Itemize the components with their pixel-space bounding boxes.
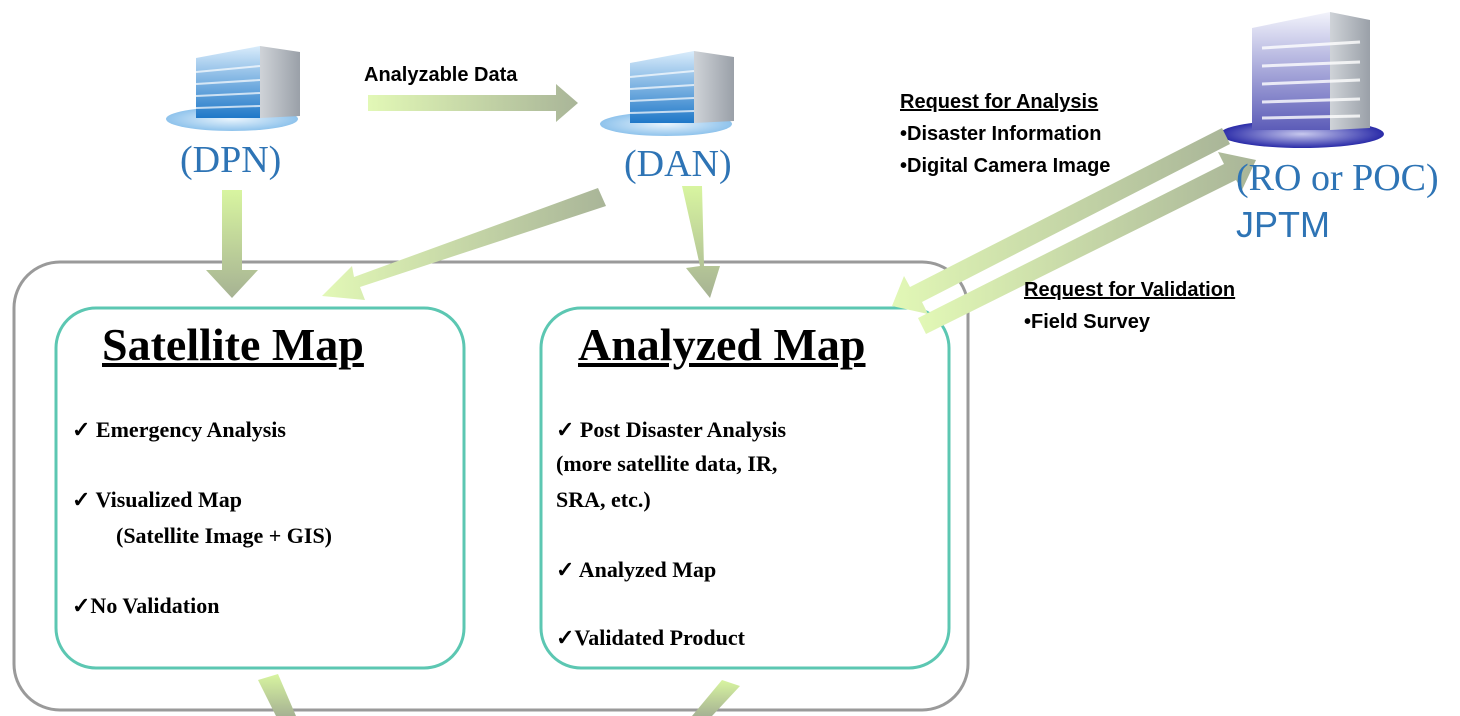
satellite-map-title: Satellite Map (102, 319, 364, 370)
request-validation-title: Request for Validation (1024, 279, 1236, 301)
arrow-satellite-down (258, 674, 296, 716)
analyzed-map-item: ✓ Analyzed Map (556, 557, 717, 582)
satellite-map-item: ✓No Validation (72, 593, 220, 618)
request-analysis-item: •Digital Camera Image (900, 155, 1111, 177)
node-dan-label: (DAN) (624, 143, 732, 185)
request-analysis-block: Request for Analysis •Disaster Informati… (900, 86, 1110, 182)
arrow-request-validation (918, 152, 1256, 334)
node-ro-poc-label: (RO or POC) (1236, 157, 1439, 199)
analyzed-map-item: ✓Validated Product (556, 625, 745, 650)
satellite-map-item: (Satellite Image + GIS) (116, 523, 333, 548)
analyzed-map-title: Analyzed Map (578, 319, 866, 370)
request-validation-item: •Field Survey (1024, 311, 1150, 333)
analyzed-map-box (539, 306, 951, 670)
node-dpn-label: (DPN) (180, 139, 282, 181)
server-icon (166, 46, 300, 131)
analyzed-map-item: SRA, etc.) (556, 487, 651, 512)
node-jptm-label: JPTM (1236, 204, 1330, 245)
arrow-dan-to-analyzed (682, 186, 720, 298)
request-analysis-item: •Disaster Information (900, 123, 1102, 145)
analyzable-data-label: Analyzable Data (364, 64, 518, 86)
satellite-map-item: ✓ Emergency Analysis (72, 417, 286, 442)
satellite-map-box (54, 306, 466, 670)
arrow-analyzed-down (692, 680, 740, 716)
satellite-map-item: ✓ Visualized Map (72, 487, 243, 512)
request-validation-block: Request for Validation •Field Survey (1024, 274, 1235, 338)
server-icon (1220, 12, 1384, 148)
server-icon (600, 51, 734, 136)
arrow-analyzable-data (368, 84, 578, 122)
arrow-dan-to-satellite (322, 188, 606, 300)
request-analysis-title: Request for Analysis (900, 91, 1099, 113)
analyzed-map-item: ✓ Post Disaster Analysis (556, 417, 787, 442)
analyzed-map-item: (more satellite data, IR, (556, 451, 778, 476)
arrow-request-analysis (892, 128, 1230, 314)
arrow-dpn-to-satellite (206, 190, 258, 298)
